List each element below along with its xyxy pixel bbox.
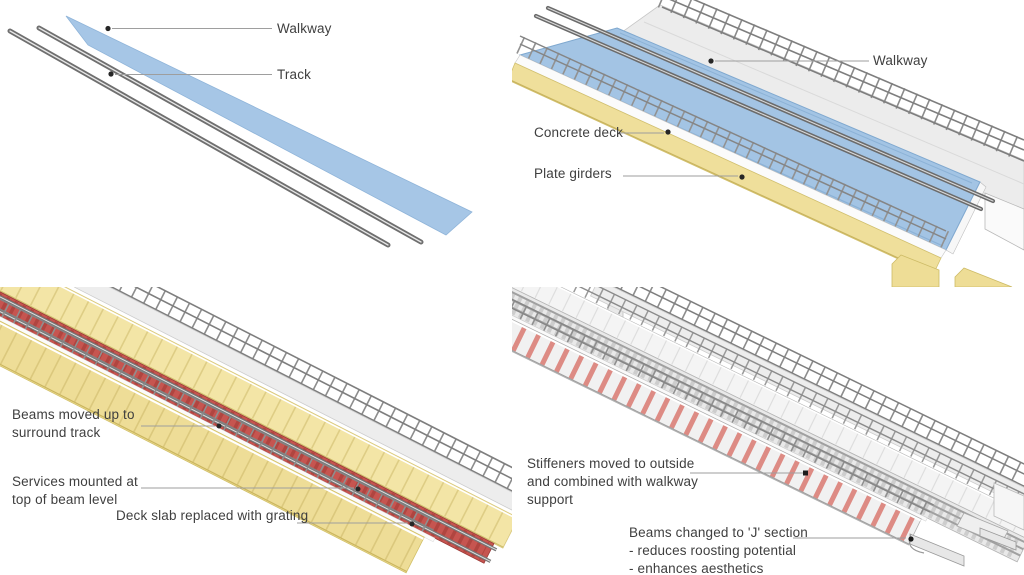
j-beam-ends bbox=[908, 482, 1024, 567]
beams-j-leader-dot bbox=[908, 536, 914, 542]
concrete-deck-label: Concrete deck bbox=[534, 125, 623, 140]
beams-moved-label: Beams moved up to surround track bbox=[12, 407, 135, 440]
panel-final-bridge: Stiffeners moved to outside and combined… bbox=[512, 287, 1024, 575]
beams-leader-dot bbox=[216, 423, 222, 429]
near-web-with-stiffeners bbox=[512, 305, 928, 546]
far-web-railing bbox=[516, 287, 1024, 515]
near-web-railing bbox=[512, 293, 934, 521]
plate-girders-label: Plate girders bbox=[534, 166, 612, 181]
deck-slab-leader-dot bbox=[409, 521, 415, 527]
walkway-label: Walkway bbox=[277, 21, 332, 36]
far-walkway-railing bbox=[607, 287, 1024, 512]
final-bridge-illustration bbox=[512, 287, 1024, 567]
concrete-deck-leader bbox=[620, 129, 671, 135]
stiffeners-leader bbox=[690, 470, 808, 476]
beams-j-label: Beams changed to 'J' section - reduces r… bbox=[629, 525, 808, 575]
services-leader-dot bbox=[355, 486, 361, 492]
track-rails bbox=[7, 25, 424, 248]
modified-bridge-illustration bbox=[0, 287, 512, 574]
plate-girders-leader-dot bbox=[739, 174, 745, 180]
existing-bridge-illustration bbox=[512, 0, 1024, 287]
stiffeners-leader-dot bbox=[803, 470, 808, 476]
panel-track-walkway: Walkway Track bbox=[0, 0, 512, 287]
walkway-leader bbox=[708, 58, 869, 64]
walkway-ribbon bbox=[65, 15, 473, 236]
stiffeners-label: Stiffeners moved to outside and combined… bbox=[527, 456, 699, 507]
walkway-leader-dot bbox=[105, 25, 111, 32]
deck-edge-railing bbox=[516, 35, 950, 249]
near-beam-railing bbox=[0, 296, 438, 540]
far-walkway-strip bbox=[74, 287, 512, 524]
panel-modified-bridge: Beams moved up to surround track Service… bbox=[0, 287, 512, 575]
concrete-deck-leader-dot bbox=[665, 129, 671, 135]
track-leader-dot bbox=[108, 71, 114, 77]
track-rails bbox=[0, 287, 498, 563]
walkway-railing bbox=[657, 0, 1024, 162]
services-leader bbox=[141, 486, 361, 492]
beams-leader bbox=[141, 423, 222, 429]
deck-slab-leader bbox=[297, 521, 415, 527]
walkway-leader-dot bbox=[708, 58, 714, 64]
plate-girders-leader bbox=[623, 174, 745, 180]
plate-girder bbox=[512, 62, 1013, 287]
walkway-label: Walkway bbox=[873, 53, 928, 68]
walkway-leader bbox=[105, 25, 272, 32]
services-label: Services mounted at top of beam level bbox=[12, 474, 138, 507]
beams-j-leader bbox=[793, 536, 914, 542]
track-leader bbox=[108, 71, 272, 77]
deck-slab-label: Deck slab replaced with grating bbox=[116, 508, 309, 523]
far-walkway-railing bbox=[81, 287, 512, 510]
track-label: Track bbox=[277, 67, 311, 82]
panel-existing-bridge: Walkway Concrete deck Plate girders bbox=[512, 0, 1024, 287]
track-rails bbox=[533, 5, 996, 212]
track-walkway-illustration bbox=[7, 15, 473, 248]
